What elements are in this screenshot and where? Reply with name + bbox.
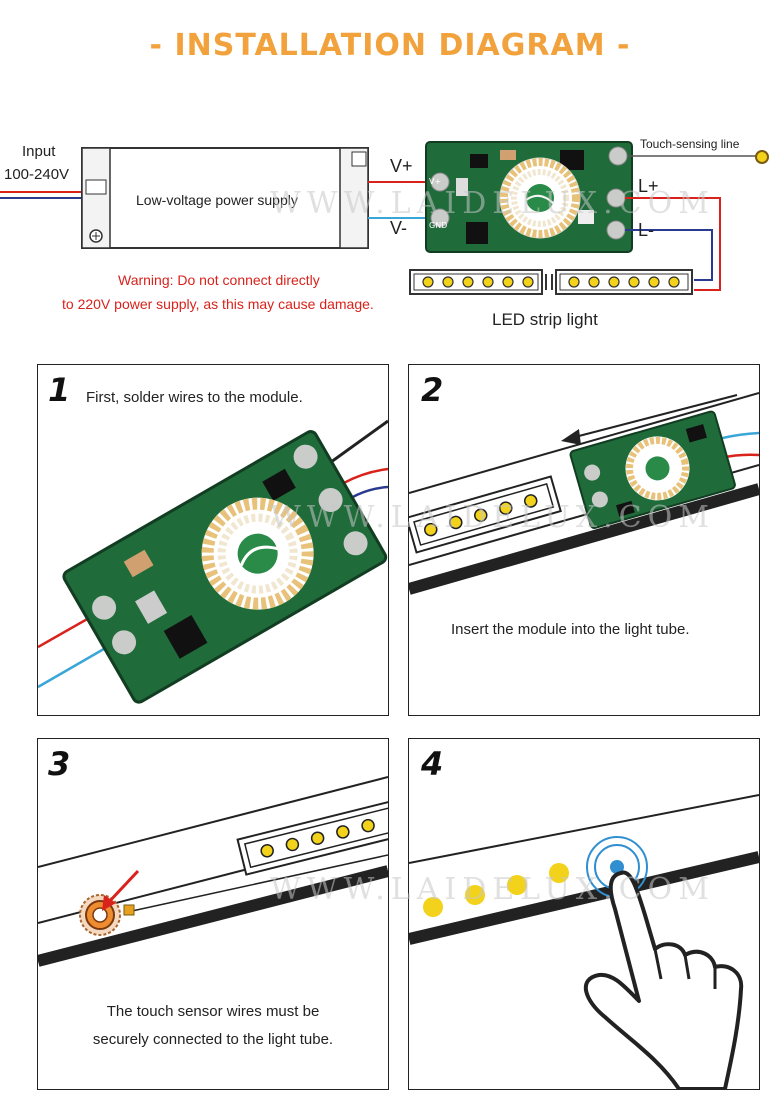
power-supply-box bbox=[81, 147, 369, 249]
step-1-panel: 1 First, solder wires to the module. bbox=[37, 364, 389, 716]
board-gnd-label: GND bbox=[429, 221, 447, 230]
step-1-illustration bbox=[38, 419, 388, 704]
step-2-panel: 2 Insert the module into the light tube. bbox=[408, 364, 760, 716]
psu-label: Low-voltage power supply bbox=[136, 192, 298, 208]
input-voltage: 100-240V bbox=[4, 166, 70, 183]
l-plus-label: L+ bbox=[638, 176, 659, 196]
module-board bbox=[425, 141, 633, 253]
l-minus-label: L- bbox=[638, 220, 655, 240]
watermark-bottom: WWW.LAIDELUX.COM bbox=[270, 872, 715, 907]
watermark-middle: WWW.LAIDELUX.COM bbox=[270, 500, 715, 535]
step-2-number: 2 bbox=[421, 371, 444, 409]
watermark-top: WWW.LAIDELUX.COM bbox=[270, 186, 715, 221]
step-3-caption-line-1: The touch sensor wires must be bbox=[106, 1003, 320, 1020]
step-4-number: 4 bbox=[421, 745, 444, 783]
warning-line-2: to 220V power supply, as this may cause … bbox=[62, 296, 374, 312]
board-vplus-label: V+ bbox=[429, 177, 441, 186]
step-1-caption: First, solder wires to the module. bbox=[86, 389, 303, 406]
wiring-diagram: V+ GND bbox=[0, 141, 769, 295]
step-1-number: 1 bbox=[48, 371, 71, 409]
warning-line-1: Warning: Do not connect directly bbox=[118, 272, 320, 288]
step-3-illustration bbox=[38, 776, 388, 967]
input-label: Input bbox=[22, 143, 56, 160]
v-minus-label: V- bbox=[390, 218, 408, 238]
strip-label: LED strip light bbox=[492, 310, 598, 329]
step-3-number: 3 bbox=[48, 745, 71, 783]
step-4-illustration bbox=[409, 794, 759, 1089]
step-3-panel: 3 The touch sensor wires must be securel… bbox=[37, 738, 389, 1090]
step-2-illustration bbox=[409, 392, 759, 595]
step-4-panel: 4 bbox=[408, 738, 760, 1090]
page-title: - INSTALLATION DIAGRAM - bbox=[149, 28, 631, 63]
led-strip bbox=[409, 269, 693, 295]
step-3-caption-line-2: securely connected to the light tube. bbox=[92, 1031, 334, 1048]
touch-line-label: Touch-sensing line bbox=[640, 137, 740, 151]
v-plus-label: V+ bbox=[390, 156, 413, 176]
step-2-caption: Insert the module into the light tube. bbox=[451, 621, 690, 638]
